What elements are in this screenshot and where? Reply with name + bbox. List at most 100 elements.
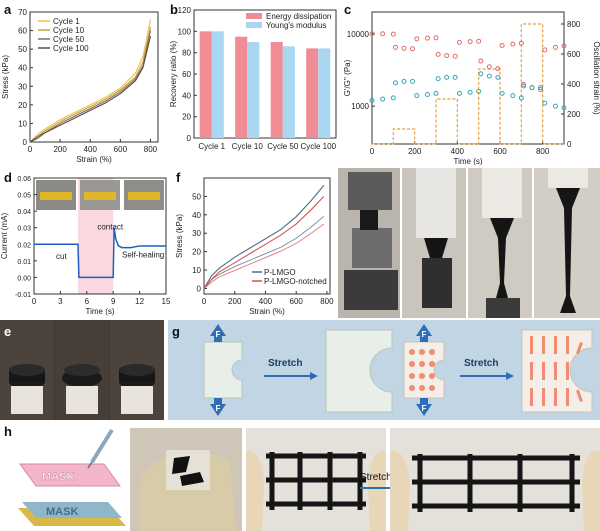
point-0-19 <box>510 41 516 47</box>
series-line-3 <box>29 36 152 143</box>
x-tick-label: 0 <box>202 297 207 306</box>
panel-d-label: d <box>4 170 12 185</box>
y-tick-label: 80 <box>182 49 191 58</box>
point-0-4 <box>401 45 407 51</box>
mask-text-top: MASK <box>42 471 74 483</box>
panel-g: g F F Stretch <box>168 320 600 420</box>
point-1-14 <box>476 88 482 94</box>
point-0-11 <box>452 53 458 59</box>
healing-sample-3 <box>119 364 155 414</box>
point-1-3 <box>392 80 398 86</box>
annotation-contact: contact <box>97 222 124 231</box>
point-0-17 <box>495 66 501 72</box>
point-1-5 <box>410 78 416 84</box>
force-arrow-up-right <box>416 324 432 342</box>
point-1-1 <box>380 96 386 102</box>
point-0-8 <box>433 35 439 41</box>
category-label-3: Cycle 100 <box>300 142 336 151</box>
inset-clip-0 <box>40 192 72 200</box>
legend-swatch-0 <box>246 13 262 19</box>
strain-line <box>372 23 564 145</box>
point-0-25 <box>552 44 558 50</box>
point-0-2 <box>390 31 396 37</box>
x-tick-label: 600 <box>493 147 507 156</box>
series-line-0 <box>29 19 152 143</box>
point-0-0 <box>369 31 375 37</box>
panel-e-label: e <box>4 324 12 339</box>
y-tick-label: 0.01 <box>17 259 31 266</box>
legend-label-1: Young's modulus <box>266 21 326 30</box>
bar-0-2 <box>270 42 283 138</box>
y-tick-label: 60 <box>18 27 27 36</box>
point-1-22 <box>529 85 535 91</box>
plot-frame <box>371 11 565 145</box>
y2-tick-label: 800 <box>567 20 581 29</box>
stretch-label-left: Stretch <box>268 358 302 369</box>
y2-tick-label: 200 <box>567 110 581 119</box>
y-tick-label: 0.03 <box>17 226 31 233</box>
point-0-16 <box>486 64 492 70</box>
notched-sample-before <box>203 341 243 399</box>
y-axis-label: Recovery ratio (%) <box>169 41 178 108</box>
x-tick-label: 0 <box>32 297 37 306</box>
point-1-7 <box>424 91 430 97</box>
healing-sample-2 <box>62 364 102 414</box>
legend-label-1: Cycle 10 <box>53 26 85 35</box>
bar-1-2 <box>282 46 295 139</box>
point-1-9 <box>435 76 441 82</box>
legend-label-0: P-LMGO <box>264 268 296 277</box>
point-1-10 <box>444 74 450 80</box>
bar-1-1 <box>247 42 260 138</box>
y-axis-label: G'/G'' (Pa) <box>343 59 352 96</box>
inset-clip-2 <box>128 192 160 200</box>
x-axis-label: Time (s) <box>85 307 114 316</box>
stretch-photo-2 <box>402 168 466 318</box>
notched-sample-stretched <box>325 329 393 413</box>
x-tick-label: 600 <box>114 145 128 154</box>
x-tick-label: 800 <box>320 297 334 306</box>
point-1-2 <box>390 95 396 101</box>
y-tick-label: 10 <box>192 266 201 275</box>
point-1-21 <box>520 83 526 89</box>
point-1-12 <box>456 90 462 96</box>
panel-e: e <box>0 320 164 420</box>
x-axis-label: Strain (%) <box>76 155 112 164</box>
panel-h-label: h <box>4 424 12 439</box>
printed-pattern-photo <box>130 428 242 531</box>
y2-tick-label: 0 <box>567 140 572 149</box>
stretch-arrow-right <box>460 372 514 380</box>
stretch-photo-sequence <box>338 168 600 318</box>
y-tick-label: 20 <box>18 101 27 110</box>
point-1-16 <box>486 73 492 79</box>
bar-0-0 <box>199 31 212 138</box>
annotation-self-healing: Self-healing <box>122 251 164 260</box>
x-axis-label: Strain (%) <box>249 307 285 316</box>
bar-1-3 <box>318 48 331 138</box>
point-1-24 <box>542 100 548 106</box>
panel-g-label: g <box>172 324 180 339</box>
y-tick-label: 20 <box>182 113 191 122</box>
y-axis-label: Stress (kPa) <box>1 55 10 99</box>
point-0-24 <box>542 47 548 53</box>
point-0-23 <box>538 86 544 92</box>
category-label-0: Cycle 1 <box>198 142 225 151</box>
x-tick-label: 800 <box>144 145 158 154</box>
stretch-photo-1 <box>338 168 400 318</box>
y-tick-label: 10000 <box>347 30 370 39</box>
category-label-1: Cycle 10 <box>232 142 264 151</box>
y-tick-label: 0 <box>197 284 202 293</box>
force-label-2: F <box>216 404 221 413</box>
point-0-9 <box>435 51 441 57</box>
x-tick-label: 6 <box>85 297 90 306</box>
point-0-5 <box>410 46 416 52</box>
panel-f-label: f <box>176 170 181 185</box>
legend-label-0: Energy dissipation <box>266 12 331 21</box>
point-1-18 <box>499 90 505 96</box>
x-tick-label: 800 <box>536 147 550 156</box>
